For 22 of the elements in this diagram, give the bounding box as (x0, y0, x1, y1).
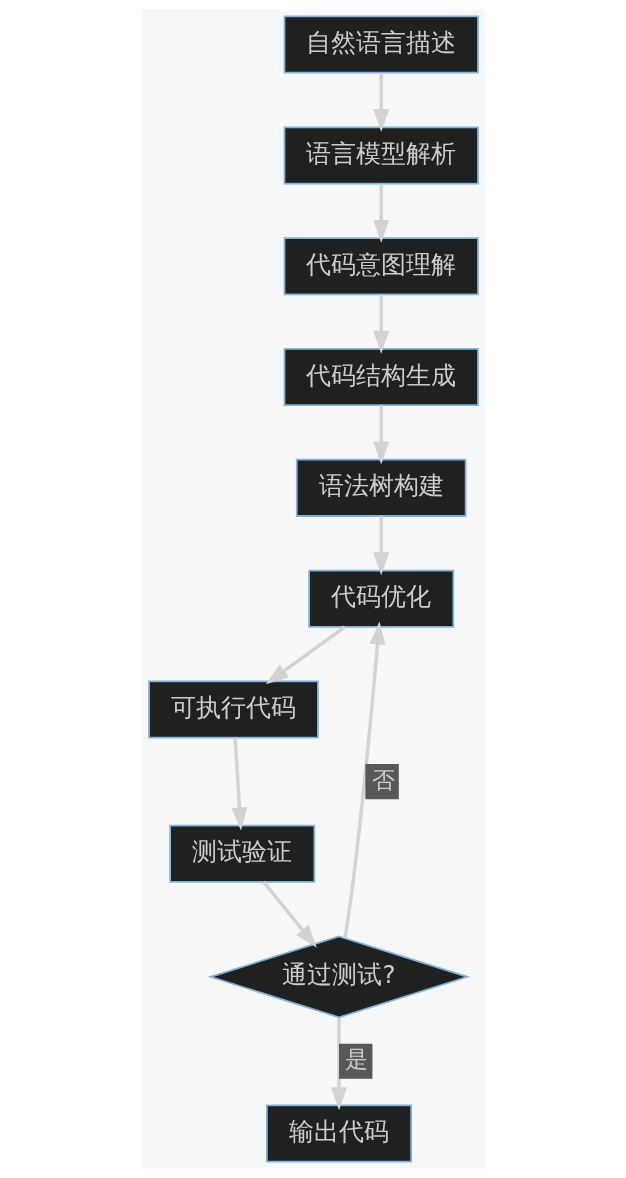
arrow (372, 72, 389, 132)
arrow (372, 405, 389, 465)
node-box: 输出代码 (265, 1104, 412, 1163)
node-box: 代码优化 (307, 569, 454, 628)
arrow (342, 621, 385, 939)
node-box: 语言模型解析 (283, 126, 479, 185)
arrow (265, 625, 346, 685)
edge-label: 否 (371, 766, 395, 793)
node-box: 测试验证 (168, 824, 315, 883)
node-diamond: 通过测试? (207, 935, 470, 1019)
arrow (372, 183, 389, 243)
node-box: 语法树构建 (295, 458, 467, 517)
node-box: 代码结构生成 (283, 348, 479, 407)
node-box: 可执行代码 (147, 680, 319, 739)
arrow (330, 1018, 347, 1111)
arrow (261, 880, 317, 948)
edge-label: 是 (344, 1046, 368, 1073)
arrow (230, 737, 247, 831)
arrow (372, 294, 389, 354)
arrow (372, 516, 389, 576)
node-box: 自然语言描述 (283, 15, 479, 74)
node-box: 代码意图理解 (283, 237, 479, 296)
